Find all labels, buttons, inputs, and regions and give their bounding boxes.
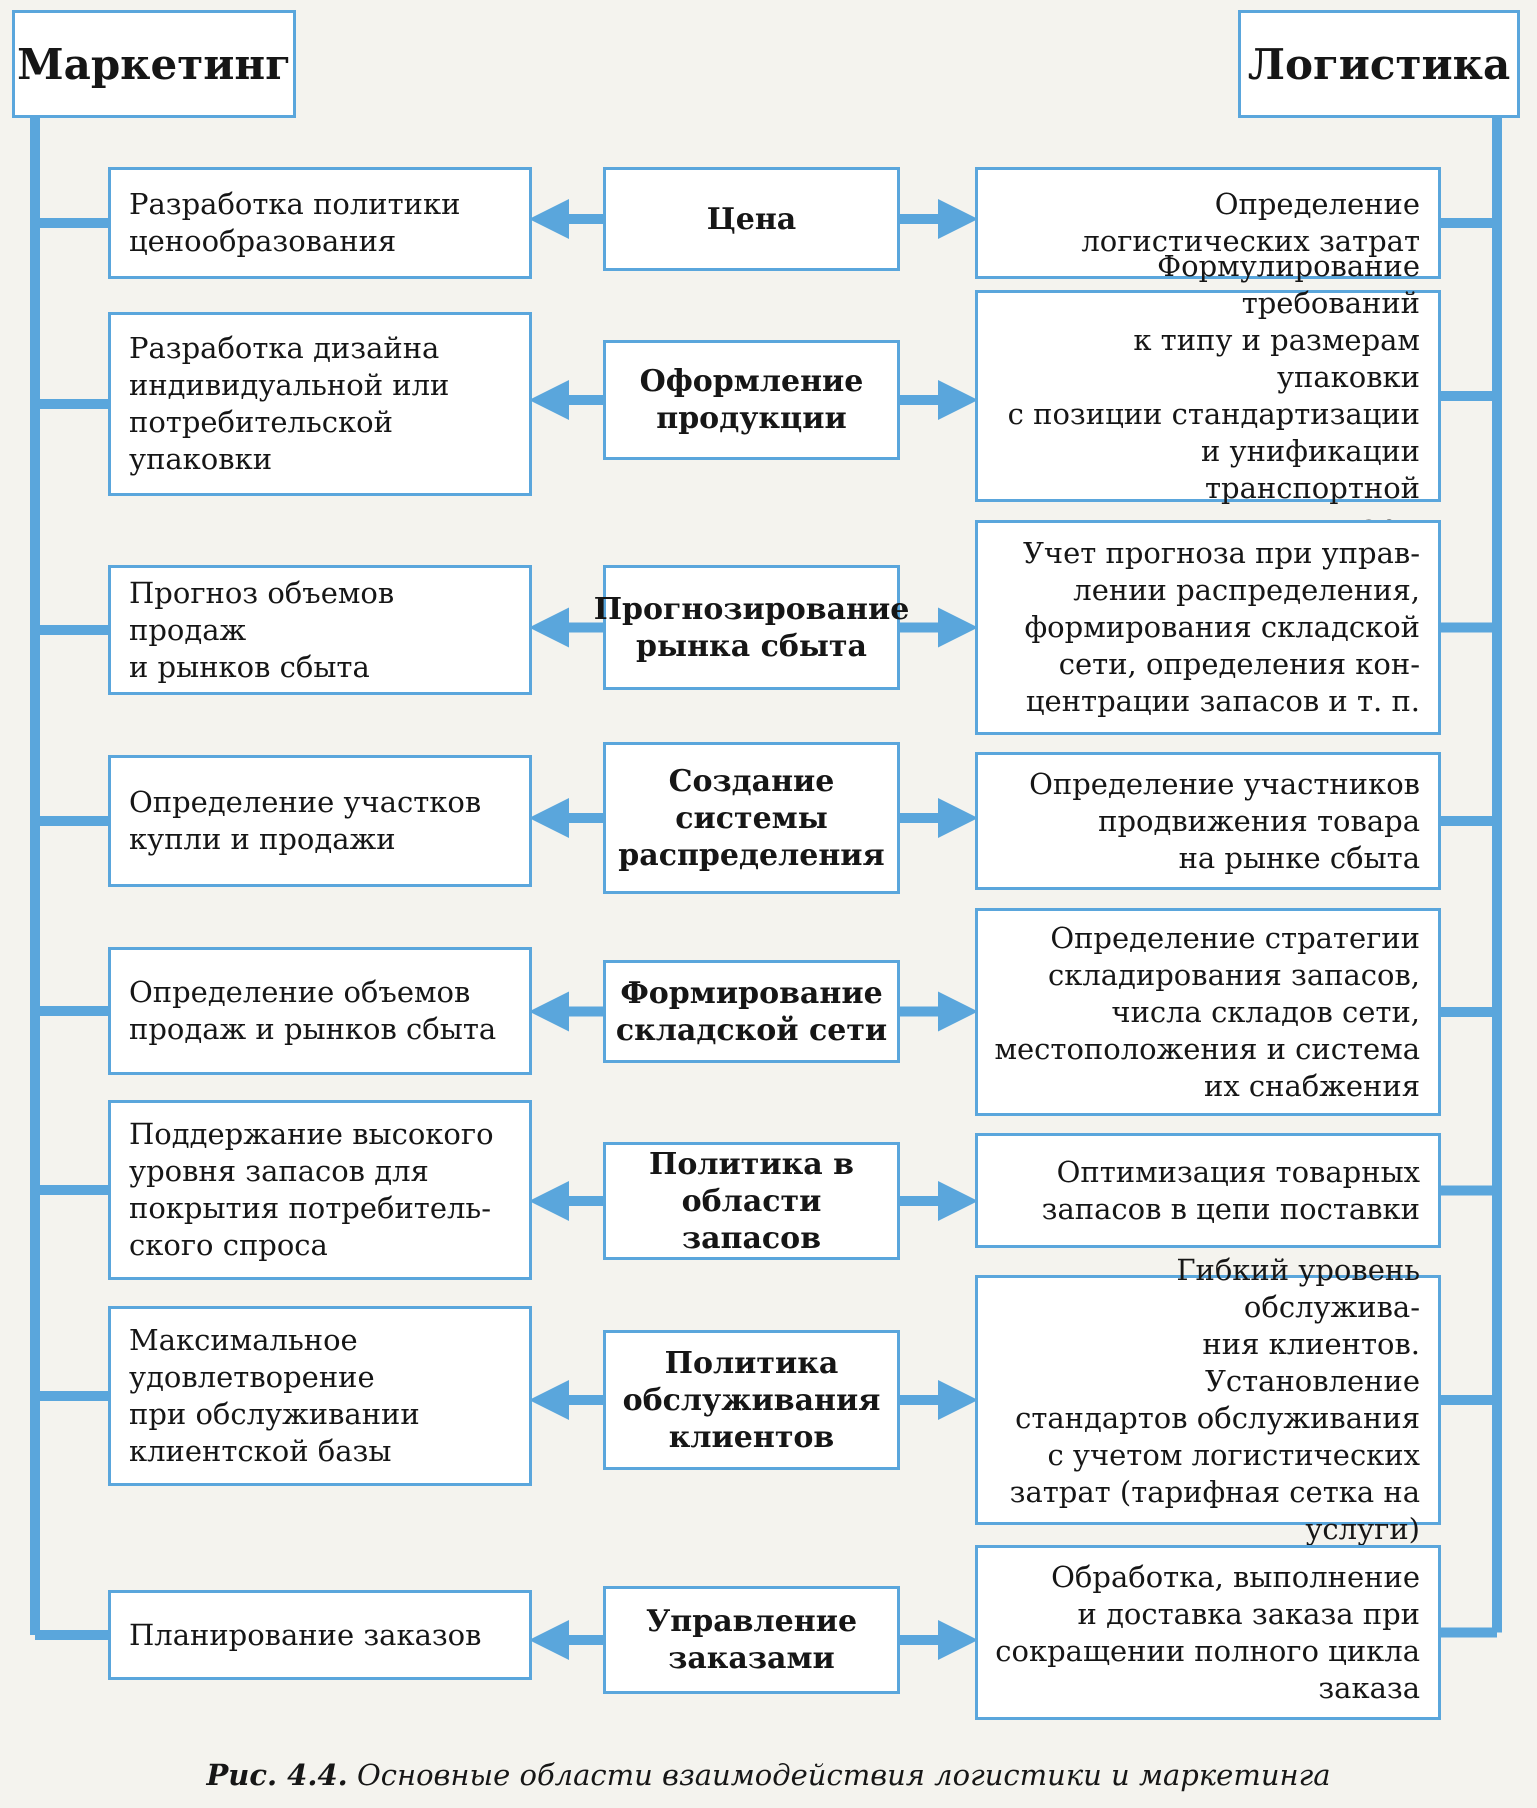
center-box-inventory-policy: Политика в области запасов xyxy=(603,1142,900,1260)
figure-caption: Рис. 4.4. Основные области взаимодействи… xyxy=(0,1758,1537,1792)
connector-lines xyxy=(30,114,1502,1660)
center-box-market-forecasting: Прогнозирование рынка сбыта xyxy=(594,565,909,690)
center-box-order-management: Управление заказами xyxy=(603,1586,900,1694)
logistics-header: Логистика xyxy=(1238,10,1520,118)
caption-label: Рис. 4.4. xyxy=(206,1758,348,1792)
marketing-box-trade-areas: Определение участков купли и продажи xyxy=(108,755,532,887)
logistics-box-packaging-requirements: Формулирование требований к типу и разме… xyxy=(975,249,1441,542)
marketing-box-inventory-level: Поддержание высокого уровня запасов для … xyxy=(108,1100,532,1280)
marketing-box-customer-satisfaction: Максимальное удовлетворение при обслужив… xyxy=(108,1306,532,1486)
logistics-box-forecast-use: Учет прогноза при управ- лении распредел… xyxy=(975,520,1441,735)
marketing-box-sales-forecast: Прогноз объемов продаж и рынков сбыта xyxy=(108,565,532,695)
marketing-box-sales-volumes: Определение объемов продаж и рынков сбыт… xyxy=(108,947,532,1075)
center-box-distribution-system: Создание системы распределения xyxy=(603,742,900,894)
logistics-box-inventory-optimization: Оптимизация товарных запасов в цепи пост… xyxy=(975,1133,1441,1248)
center-box-price: Цена xyxy=(603,167,900,271)
center-box-product-design: Оформление продукции xyxy=(603,340,900,460)
marketing-box-packaging: Разработка дизайна индивидуальной или по… xyxy=(108,312,532,496)
logistics-box-distribution-participants: Определение участников продвижения товар… xyxy=(975,752,1441,890)
marketing-header: Маркетинг xyxy=(12,10,296,118)
center-box-customer-service-policy: Политика обслуживания клиентов xyxy=(603,1330,900,1470)
center-box-warehouse-network: Формирование складской сети xyxy=(603,960,900,1063)
marketing-box-order-planning: Планирование заказов xyxy=(108,1590,532,1680)
logistics-box-costs: Определение логистических затрат xyxy=(975,167,1441,279)
caption-text: Основные области взаимодействия логистик… xyxy=(356,1758,1331,1792)
logistics-box-service-standards: Гибкий уровень обслужива- ния клиентов. … xyxy=(975,1253,1441,1546)
logistics-box-order-processing: Обработка, выполнение и доставка заказа … xyxy=(975,1545,1441,1720)
logistics-box-warehouse-strategy: Определение стратегии складирования запа… xyxy=(975,908,1441,1116)
marketing-box-pricing: Разработка политики ценообразования xyxy=(108,167,532,279)
